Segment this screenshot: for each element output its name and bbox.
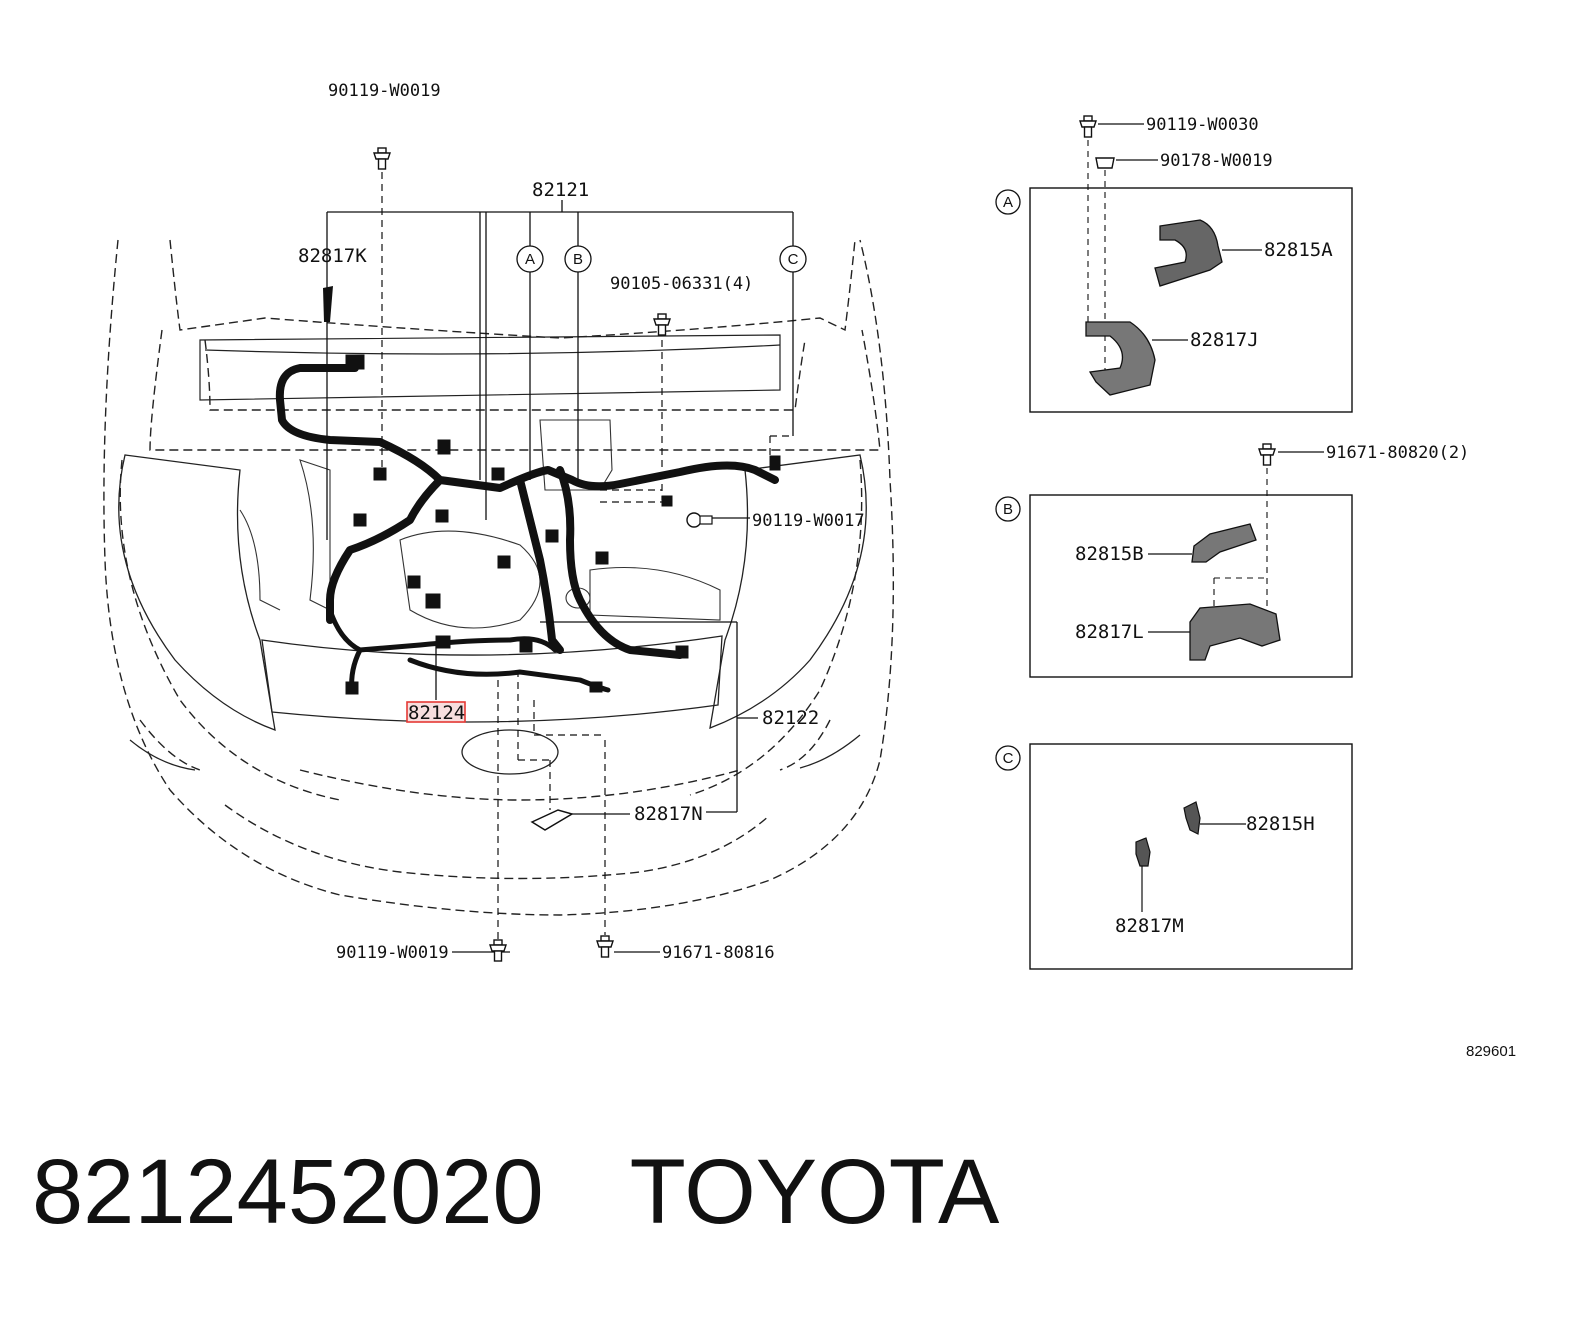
bolt-top-left-icon — [373, 147, 391, 170]
detail-b-part-upper[interactable]: 82815B — [1075, 543, 1144, 565]
part-number: 8212452020 — [32, 1141, 544, 1243]
part-82817j-shape — [1085, 321, 1156, 396]
callout-bolt-bottom-right[interactable]: 91671-80816 — [662, 943, 775, 963]
headlamp-left — [118, 454, 276, 731]
part-footer: 8212452020 TOYOTA — [32, 1140, 1552, 1260]
callout-90119-w0017[interactable]: 90119-W0017 — [752, 511, 865, 531]
detail-a-part-lower[interactable]: 82817J — [1190, 329, 1259, 351]
front-bumper — [129, 635, 861, 775]
detail-a: A 90119-W0030 90178-W0019 82815A 82817J — [995, 115, 1353, 413]
part-82817l-shape — [1189, 603, 1281, 661]
detail-a-part-upper[interactable]: 82815A — [1264, 239, 1333, 261]
part-82815b-shape — [1191, 523, 1257, 563]
circle-ref-b: B — [564, 245, 592, 273]
detail-a-bolt-icon — [1079, 115, 1097, 138]
detail-b-part-lower[interactable]: 82817L — [1075, 621, 1144, 643]
detail-b-bolt-icon — [1258, 443, 1276, 466]
circle-ref-a: A — [516, 245, 544, 273]
part-82817m-shape — [1135, 837, 1151, 867]
callout-bolt-top-left[interactable]: 90119-W0019 — [328, 81, 441, 101]
detail-b-circle-label: B — [1003, 501, 1013, 518]
car-body-outline — [103, 239, 895, 916]
parts-diagram: A B C 90119-W0019 82121 82817K 90105-063… — [103, 81, 1516, 1060]
part-82815h-shape — [1183, 801, 1201, 835]
detail-b-bolt-label[interactable]: 91671-80820(2) — [1326, 443, 1469, 463]
detail-c-part-upper[interactable]: 82815H — [1246, 813, 1315, 835]
callout-82817k[interactable]: 82817K — [298, 245, 367, 267]
detail-a-bolt-label[interactable]: 90119-W0030 — [1146, 115, 1259, 135]
bracket-82817n — [530, 809, 574, 831]
detail-c: C 82815H 82817M — [995, 743, 1353, 970]
detail-c-circle-label: C — [1003, 750, 1014, 767]
circle-ref-a-label: A — [525, 251, 535, 268]
circle-ref-b-label: B — [573, 251, 583, 268]
callout-90105[interactable]: 90105-06331(4) — [610, 274, 753, 294]
detail-a-circle-label: A — [1003, 194, 1013, 211]
callout-82124[interactable]: 82124 — [408, 702, 465, 724]
guide-lines — [381, 172, 792, 940]
highlight-box-82124 — [406, 701, 466, 723]
leader-lines — [326, 200, 794, 953]
part-82815a-shape — [1154, 219, 1223, 287]
detail-c-part-lower[interactable]: 82817M — [1115, 915, 1184, 937]
circle-ref-c-label: C — [788, 251, 799, 268]
bracket-82817k — [323, 286, 333, 322]
bolt-90119-w0017-icon — [686, 512, 713, 528]
brand-name: TOYOTA — [629, 1141, 1000, 1243]
diagram-reference-number: 829601 — [1466, 1043, 1516, 1060]
bolt-bottom-right-icon — [596, 935, 614, 958]
callout-82122[interactable]: 82122 — [762, 707, 819, 729]
wire-connectors — [345, 354, 781, 695]
detail-b: B 91671-80820(2) 82815B 82817L — [995, 443, 1469, 678]
callout-82121[interactable]: 82121 — [532, 179, 589, 201]
circle-ref-c: C — [779, 245, 807, 273]
detail-a-nut-icon — [1095, 157, 1115, 169]
bolt-bottom-left-icon — [489, 939, 507, 962]
detail-a-nut-label[interactable]: 90178-W0019 — [1160, 151, 1273, 171]
cowl-panel — [199, 334, 781, 401]
callout-bolt-bottom-left[interactable]: 90119-W0019 — [336, 943, 449, 963]
headlamp-right — [709, 454, 867, 730]
callout-82817n[interactable]: 82817N — [634, 803, 703, 825]
